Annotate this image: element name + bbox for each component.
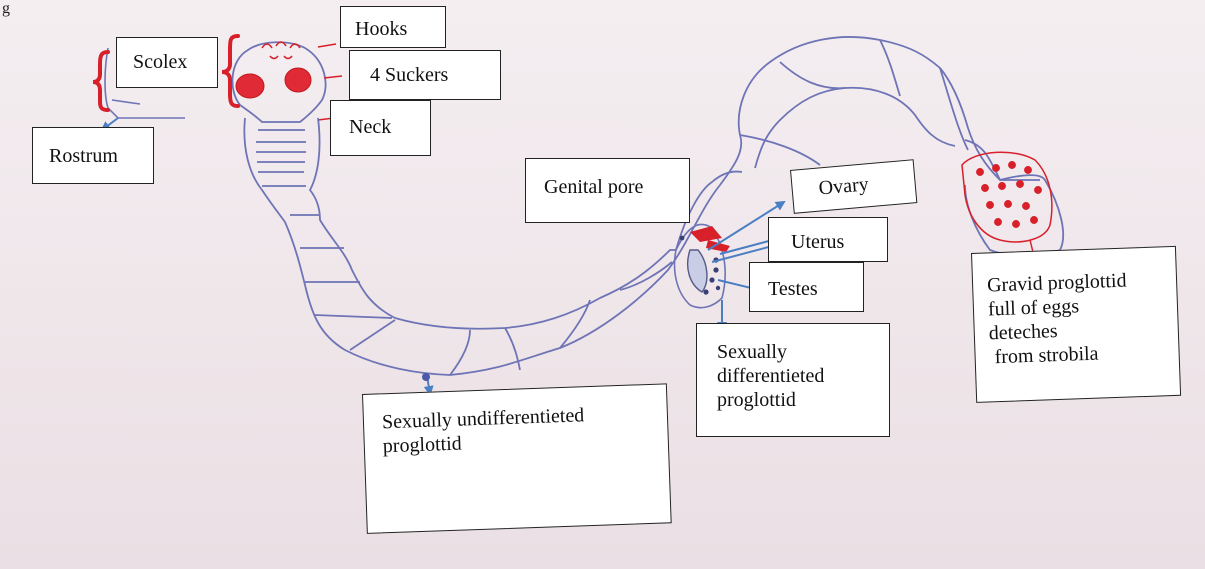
label-hooks: Hooks bbox=[340, 6, 446, 48]
mature-proglottid-organs bbox=[675, 224, 730, 307]
label-suckers: 4 Suckers bbox=[349, 50, 501, 100]
label-uterus: Uterus bbox=[768, 217, 888, 262]
label-suckers-text: 4 Suckers bbox=[370, 63, 500, 87]
label-ovary-text: Ovary bbox=[818, 168, 916, 200]
differentiated-line-3: proglottid bbox=[717, 388, 889, 412]
gravid-proglottid-eggs bbox=[962, 152, 1052, 256]
label-uterus-text: Uterus bbox=[791, 230, 887, 254]
gravid-line-4: from strobila bbox=[989, 339, 1179, 370]
differentiated-line-1: Sexually bbox=[717, 340, 889, 364]
label-rostrum-text: Rostrum bbox=[49, 144, 153, 168]
undifferentiated-marker bbox=[422, 373, 430, 381]
label-hooks-text: Hooks bbox=[355, 17, 445, 41]
suckers-sketch bbox=[236, 68, 311, 98]
label-scolex: Scolex bbox=[116, 37, 218, 88]
label-sexually-differentiated: Sexually differentieted proglottid bbox=[696, 323, 890, 437]
label-genital-pore: Genital pore bbox=[525, 158, 690, 223]
label-genital-pore-text: Genital pore bbox=[544, 175, 689, 199]
label-neck-text: Neck bbox=[349, 115, 430, 139]
label-neck: Neck bbox=[330, 100, 431, 156]
label-testes-text: Testes bbox=[768, 277, 863, 301]
label-gravid-proglottid: Gravid proglottid full of eggs deteches … bbox=[971, 246, 1181, 403]
differentiated-line-2: differentieted bbox=[717, 364, 889, 388]
label-sexually-undifferentiated: Sexually undifferentieted proglottid bbox=[362, 383, 672, 534]
label-testes: Testes bbox=[749, 262, 864, 312]
label-scolex-text: Scolex bbox=[133, 50, 217, 74]
label-rostrum: Rostrum bbox=[32, 127, 154, 184]
